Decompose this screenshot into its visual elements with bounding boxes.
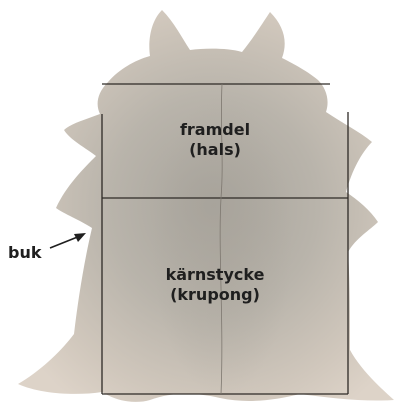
- krupong-text: (krupong): [145, 285, 285, 305]
- hals-text: (hals): [160, 140, 270, 160]
- framdel-text: framdel: [160, 120, 270, 140]
- label-framdel: framdel (hals): [160, 120, 270, 160]
- karnstycke-text: kärnstycke: [145, 265, 285, 285]
- label-karnstycke: kärnstycke (krupong): [145, 265, 285, 305]
- buk-arrow: [50, 233, 86, 248]
- label-buk: buk: [8, 243, 41, 263]
